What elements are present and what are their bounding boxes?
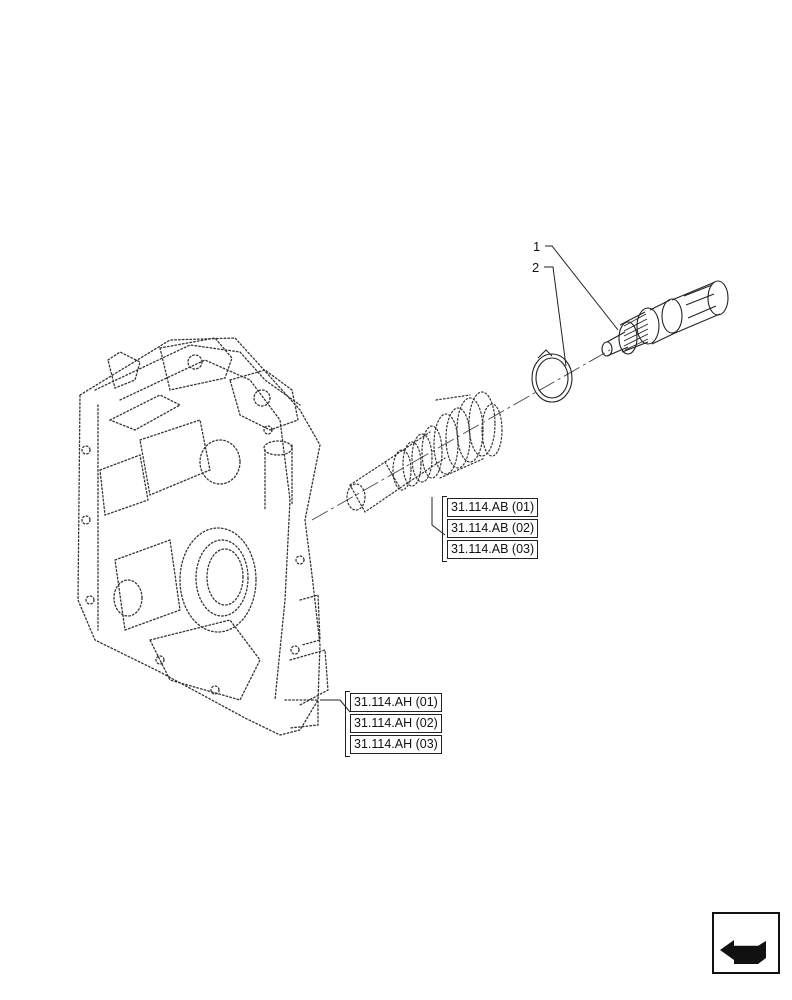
- housing-ref-bracket: [345, 691, 350, 757]
- callout-1: 1: [533, 239, 541, 254]
- gear-shaft-assembly: [346, 391, 503, 513]
- pto-stub-shaft: [601, 280, 729, 357]
- ref-link-housing-01[interactable]: 31.114.AH (01): [350, 693, 442, 712]
- snap-ring: [531, 349, 573, 403]
- next-page-button[interactable]: [712, 912, 780, 974]
- ref-link-housing-02[interactable]: 31.114.AH (02): [350, 714, 442, 733]
- callout-2: 2: [532, 260, 540, 275]
- shaft-center-line: [311, 349, 611, 521]
- ref-link-shaft-02[interactable]: 31.114.AB (02): [447, 519, 539, 538]
- ref-link-housing-03[interactable]: 31.114.AH (03): [350, 735, 442, 754]
- ref-link-shaft-01[interactable]: 31.114.AB (01): [447, 498, 539, 517]
- ref-link-shaft-03[interactable]: 31.114.AB (03): [447, 540, 539, 559]
- shaft-ref-bracket: [442, 496, 447, 562]
- leader-lines: [320, 245, 619, 713]
- next-page-arrow-icon: [720, 939, 767, 964]
- transmission-housing: [77, 337, 329, 736]
